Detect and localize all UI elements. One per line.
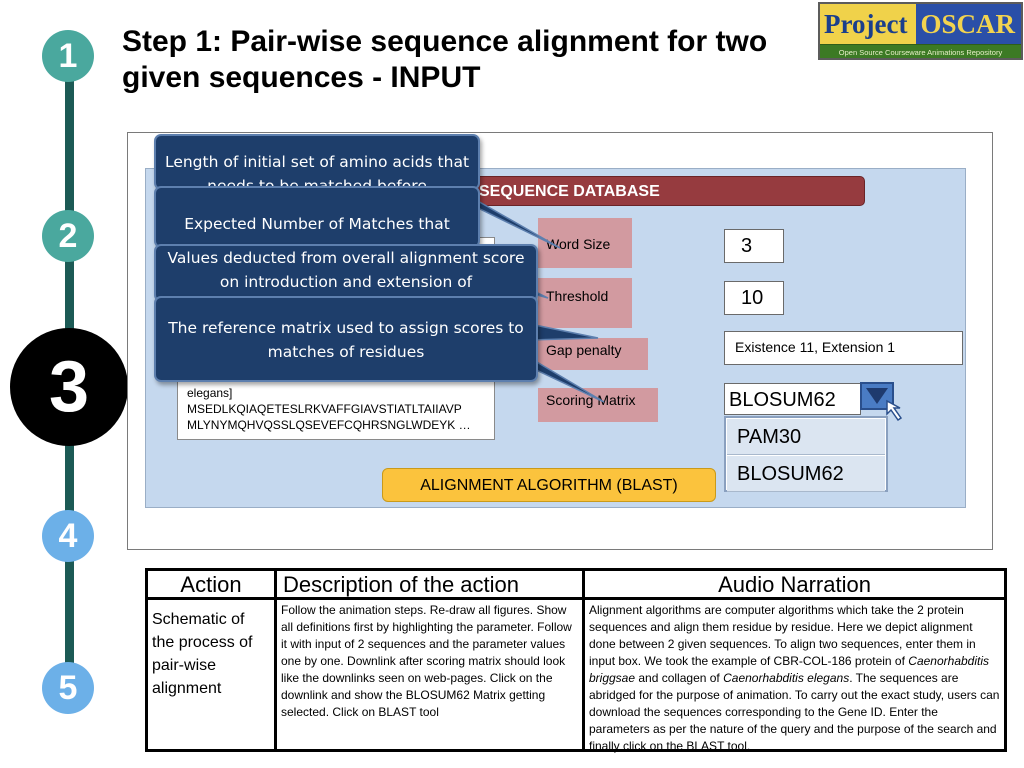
triangle-down-icon [866,388,888,404]
step-5-badge[interactable]: 5 [42,662,94,714]
audio-cell: Alignment algorithms are computer algori… [585,600,1004,757]
audio-column: Audio Narration Alignment algorithms are… [585,571,1004,753]
action-header: Action [148,571,274,600]
action-column: Action Schematic of the process of pair-… [148,571,277,749]
action-cell: Schematic of the process of pair-wise al… [152,611,253,697]
gap-penalty-input[interactable]: Existence 11, Extension 1 [724,331,963,365]
gap-penalty-callout: Values deducted from overall alignment s… [154,244,538,302]
sequence-line: MSEDLKQIAQETESLRKVAFFGIAVSTIATLTAIIAVP [187,402,462,416]
logo-right-word: OSCAR [916,4,1021,44]
audio-species-2: Caenorhabditis elegans [723,671,850,685]
sequence-line: MLYNYMQHVQSSLQSEVEFCQHRSNGLWDEYK … [187,418,471,432]
dropdown-option-pam30[interactable]: PAM30 [727,419,885,455]
sequence-database-bar[interactable]: SEQUENCE DATABASE [470,176,865,206]
description-column: Description of the action Follow the ani… [277,571,585,749]
logo-left-word: Project [820,4,917,44]
step-1-badge[interactable]: 1 [42,30,94,82]
scoring-matrix-dropdown: PAM30 BLOSUM62 [724,416,888,492]
description-header: Description of the action [277,571,582,600]
threshold-input[interactable]: 10 [724,281,784,315]
scoring-matrix-select[interactable]: BLOSUM62 [724,383,861,415]
description-cell: Follow the animation steps. Re-draw all … [281,603,572,719]
scoring-matrix-label: Scoring Matrix [538,388,658,422]
cursor-arrow-icon [886,399,903,422]
threshold-callout: Expected Number of Matches that [154,186,480,248]
dropdown-option-blosum62[interactable]: BLOSUM62 [727,456,885,492]
step-3-badge[interactable]: 3 [10,328,128,446]
alignment-algorithm-button[interactable]: ALIGNMENT ALGORITHM (BLAST) [382,468,716,502]
threshold-label: Threshold [538,278,632,328]
step-4-badge[interactable]: 4 [42,510,94,562]
audio-text: and collagen of [635,671,724,685]
word-size-callout: Length of initial set of amino acids tha… [154,134,480,190]
word-size-label: Word Size [538,218,632,268]
audio-species-1: Caenorhabditis briggsae [589,654,989,685]
step-2-badge[interactable]: 2 [42,210,94,262]
word-size-input[interactable]: 3 [724,229,784,263]
audio-text: . The sequences are abridged for the pur… [589,671,1000,753]
audio-header: Audio Narration [585,571,1004,600]
scoring-matrix-callout: The reference matrix used to assign scor… [154,296,538,382]
storyboard-table: Action Schematic of the process of pair-… [145,568,1007,753]
audio-text: Alignment algorithms are computer algori… [589,603,976,668]
logo-subtitle: Open Source Courseware Animations Reposi… [820,45,1021,58]
gap-penalty-label: Gap penalty [538,338,648,370]
page-title: Step 1: Pair-wise sequence alignment for… [122,25,768,94]
project-oscar-logo: Project OSCAR Open Source Courseware Ani… [818,2,1023,60]
sequence-line: elegans] [187,386,233,400]
